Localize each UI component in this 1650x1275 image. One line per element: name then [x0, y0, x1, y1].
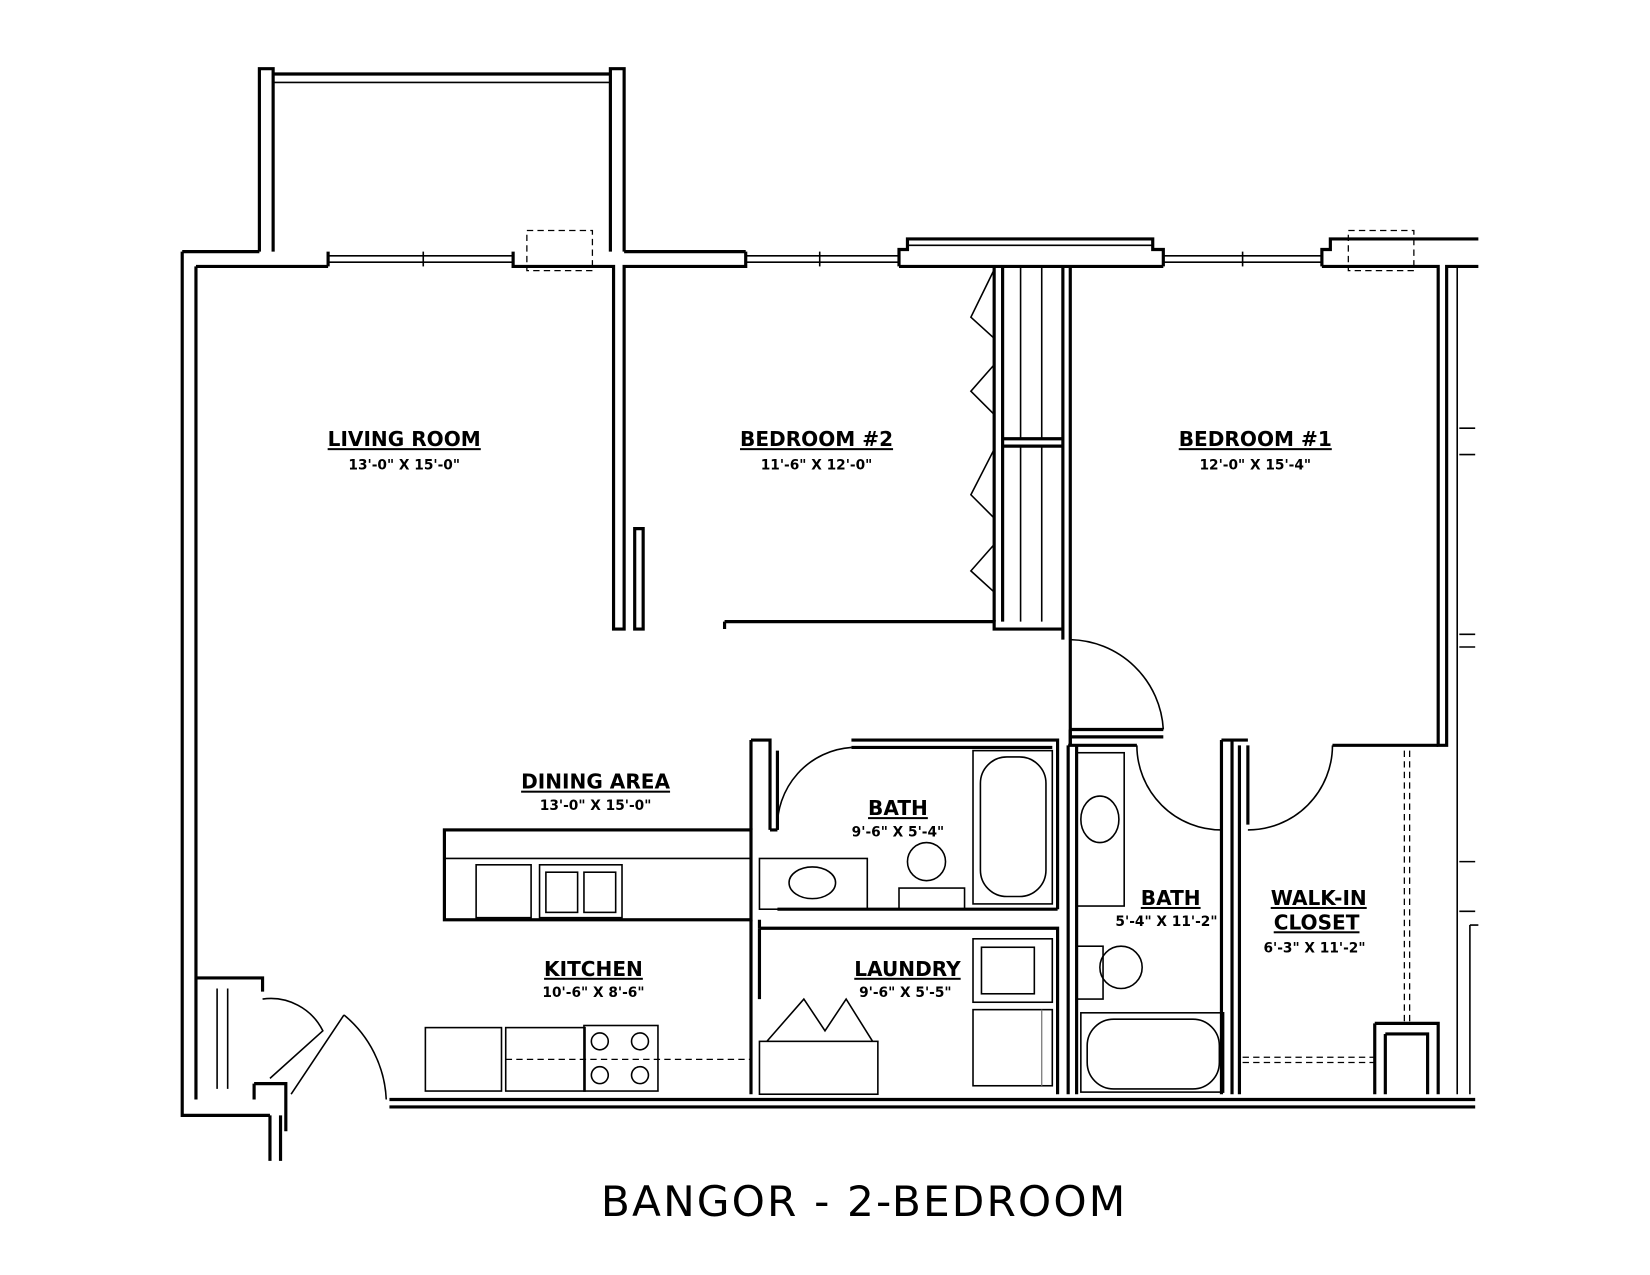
- kitchen-label: KITCHEN: [544, 957, 643, 981]
- bath-1-label: BATH: [868, 796, 928, 820]
- bath-fixtures: [758, 749, 1225, 1093]
- plan-title: BANGOR - 2-BEDROOM: [601, 1177, 1127, 1226]
- room-labels: LIVING ROOM 13'-0" X 15'-0" BEDROOM #2 1…: [328, 427, 1367, 1001]
- walls: [180, 67, 1479, 1161]
- laundry-label: LAUNDRY: [854, 957, 961, 981]
- bath-2-label: BATH: [1141, 886, 1201, 910]
- walk-in-closet-label-1: WALK-IN: [1271, 886, 1367, 910]
- bedroom-1-dims: 12'-0" X 15'-4": [1199, 457, 1311, 473]
- living-room-label: LIVING ROOM: [328, 427, 481, 451]
- kitchen-fixtures: [424, 828, 1054, 1096]
- kitchen-dims: 10'-6" X 8'-6": [542, 985, 644, 1001]
- laundry-dims: 9'-6" X 5'-5": [859, 985, 952, 1001]
- bedroom-2-label: BEDROOM #2: [740, 427, 893, 451]
- walk-in-closet-dims: 6'-3" X 11'-2": [1263, 941, 1365, 957]
- living-room-dims: 13'-0" X 15'-0": [348, 457, 460, 473]
- walk-in-closet-label-2: CLOSET: [1274, 910, 1360, 934]
- bedroom-1-label: BEDROOM #1: [1179, 427, 1332, 451]
- bath-1-dims: 9'-6" X 5'-4": [852, 824, 945, 840]
- dining-area-dims: 13'-0" X 15'-0": [540, 798, 652, 814]
- dining-area-label: DINING AREA: [521, 770, 670, 794]
- bath-2-dims: 5'-4" X 11'-2": [1115, 914, 1217, 930]
- bedroom-2-dims: 11'-6" X 12'-0": [761, 457, 873, 473]
